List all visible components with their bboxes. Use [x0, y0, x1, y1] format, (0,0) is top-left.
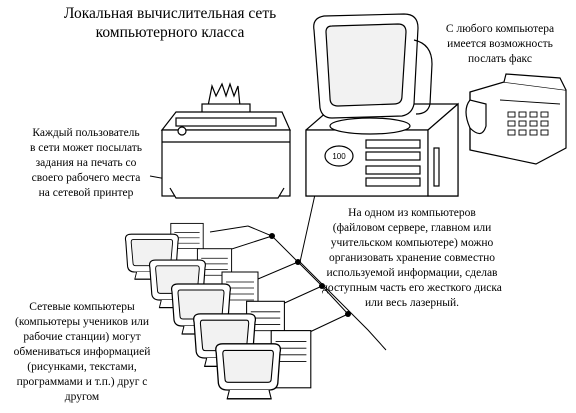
workstations-caption-line: другом	[64, 391, 100, 403]
cable-junctions	[269, 233, 351, 317]
server-caption-line: или весь лазерный.	[364, 297, 460, 309]
server-caption-line: На одном из компьютеров	[348, 207, 476, 219]
title-line-1: Локальная вычислительная сеть	[63, 5, 277, 22]
file-server-computer-icon	[305, 13, 459, 197]
fax-caption-line: С любого компьютера	[445, 23, 555, 35]
workstations-caption-line: (компьютеры учеников или	[14, 316, 149, 328]
fax-caption-line: имеется возможность	[447, 38, 553, 50]
printer-caption: Каждый пользователь в сети может посылат…	[6, 126, 166, 201]
printer-caption-line: на сетевой принтер	[38, 187, 134, 199]
server-caption: На одном из компьютеров (файловом сервер…	[304, 206, 520, 311]
network-printer-icon	[160, 82, 291, 199]
fax-machine-icon	[465, 73, 567, 165]
server-badge-label: 100	[332, 152, 346, 161]
workstations-caption-line: программами и т.п.) друг с	[16, 376, 148, 388]
printer-caption-line: своего рабочего места	[31, 172, 141, 184]
fax-caption: С любого компьютера имеется возможность …	[432, 22, 568, 67]
title-line-2: компьютерного класса	[95, 24, 245, 41]
server-caption-line: используемой информации, сделав	[326, 267, 498, 279]
printer-caption-line: задания на печать со	[35, 157, 137, 169]
workstations-caption: Сетевые компьютеры (компьютеры учеников …	[2, 300, 162, 405]
workstations-caption-line: рабочие станции) могут	[23, 331, 141, 343]
server-caption-line: учительском компьютере) можно	[330, 237, 494, 249]
fax-caption-line: послать факс	[468, 53, 532, 65]
server-caption-line: организовать хранение совместно	[328, 252, 496, 264]
server-caption-line: (файловом сервере, главном или	[332, 222, 492, 234]
workstations-caption-line: обмениваться информацией	[13, 346, 151, 358]
diagram-title: Локальная вычислительная сеть компьютерн…	[40, 4, 300, 42]
printer-caption-line: Каждый пользователь	[32, 127, 140, 139]
workstations-caption-line: Сетевые компьютеры	[29, 301, 135, 313]
workstations-caption-line: (рисунками, текстами,	[27, 361, 137, 373]
server-caption-line: доступным часть его жесткого диска	[322, 282, 502, 294]
printer-caption-line: в сети может посылать	[29, 142, 143, 154]
